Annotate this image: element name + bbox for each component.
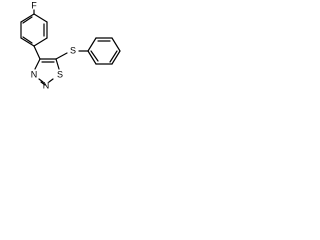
phenyl-ring [87, 37, 121, 65]
bond [33, 37, 48, 47]
double-bond-n2-n3 [40, 81, 46, 86]
double-bond [109, 50, 118, 63]
bond [20, 37, 35, 47]
thiadiazole-ring [34, 58, 60, 86]
bond [20, 13, 35, 23]
nitrogen-atom-label-n3: N [31, 69, 38, 79]
double-bond [22, 16, 33, 24]
sulfur-atom-label-ring: S [57, 69, 63, 79]
fluorophenyl-ring [20, 13, 48, 47]
bond-n2-n3 [38, 78, 44, 83]
nitrogen-atom-label-n2: N [43, 80, 50, 90]
bond-aryl-c4 [33, 45, 41, 60]
bond [87, 50, 97, 65]
bond [33, 13, 48, 23]
bond [87, 37, 97, 52]
bond-c5-s1 [55, 58, 60, 70]
bond-s1-n2 [48, 78, 54, 83]
bond [111, 37, 121, 52]
double-bond [90, 50, 99, 62]
bond-n3-c4 [34, 58, 41, 70]
sulfur-atom-label-thioether: S [70, 45, 76, 55]
bond-c5-s [55, 52, 68, 60]
fluorine-atom-label: F [31, 0, 37, 10]
double-bond [22, 36, 33, 44]
bond [111, 50, 121, 65]
chemical-structure-diagram: F N N S S [20, 0, 121, 90]
